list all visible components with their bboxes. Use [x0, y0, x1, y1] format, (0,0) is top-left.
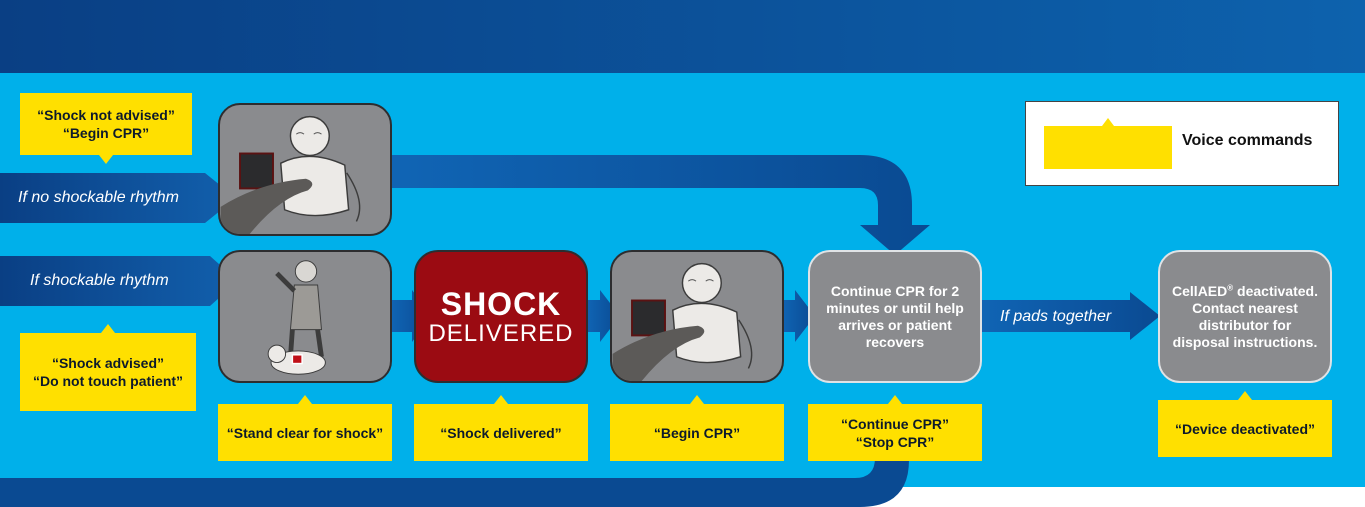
note-begin-cpr: “Begin CPR”: [610, 395, 784, 461]
shockable-arrow: [0, 256, 238, 306]
no-shock-loop-arrow: [385, 155, 930, 255]
note-shock-advised: “Shock advised” “Do not touch patient”: [20, 324, 196, 411]
device-deactivated-panel: CellAED® deactivated. Contact nearest di…: [1158, 250, 1332, 383]
note-line: “Do not touch patient”: [32, 373, 184, 389]
shock-subtitle: DELIVERED: [428, 319, 574, 347]
connector-arrow-2: [586, 290, 620, 342]
note-shock-not-advised: “Shock not advised” “Begin CPR”: [20, 93, 192, 164]
pads-together-arrow: [978, 292, 1160, 340]
child-cpr-illustration: [220, 115, 361, 234]
note-line: “Begin CPR”: [62, 125, 150, 141]
note-line: “Shock not advised”: [37, 107, 175, 123]
registered-mark: ®: [1227, 282, 1234, 292]
note-device-deactivated: “Device deactivated”: [1158, 391, 1332, 457]
note-line: “Stand clear for shock”: [226, 424, 384, 441]
note-line: “Begin CPR”: [653, 424, 741, 441]
header-band: [0, 0, 1365, 73]
legend-label: Voice commands: [1182, 132, 1313, 149]
note-shock-delivered: “Shock delivered”: [414, 395, 588, 461]
label-shockable-rhythm: If shockable rhythm: [30, 272, 169, 289]
stand-clear-illustration: [267, 260, 326, 375]
shock-delivered-panel: SHOCK DELIVERED: [414, 250, 588, 383]
note-line: “Continue CPR”: [840, 415, 950, 432]
legend: Voice commands: [1025, 101, 1339, 186]
note-stand-clear: “Stand clear for shock”: [218, 395, 392, 461]
note-line: “Shock delivered”: [440, 424, 562, 441]
note-line: “Stop CPR”: [855, 433, 935, 450]
continue-cpr-panel: Continue CPR for 2 minutes or until help…: [808, 250, 982, 383]
no-shockable-arrow: [0, 173, 236, 223]
scene-cpr-top: [218, 103, 392, 236]
label-no-shockable-rhythm: If no shockable rhythm: [18, 189, 179, 206]
scene-begin-cpr: [610, 250, 784, 383]
scene-stand-clear: [218, 250, 392, 383]
note-continue-stop-cpr: “Continue CPR” “Stop CPR”: [808, 395, 982, 461]
continue-cpr-text: Continue CPR for 2 minutes or until help…: [826, 282, 964, 350]
label-pads-together: If pads together: [1000, 308, 1112, 325]
connector-arrow-3: [781, 290, 815, 342]
deactivated-text: CellAED® deactivated. Contact nearest di…: [1170, 283, 1320, 351]
cpr-return-loop-arrow: [0, 430, 909, 507]
legend-swatch: [1044, 118, 1172, 169]
note-line: “Device deactivated”: [1174, 420, 1316, 437]
child-cpr-illustration: [612, 262, 753, 381]
deactivated-message: deactivated. Contact nearest distributor…: [1172, 282, 1318, 350]
shock-title: SHOCK: [440, 285, 562, 322]
brand-name: CellAED: [1172, 282, 1228, 299]
note-line: “Shock advised”: [51, 355, 165, 371]
